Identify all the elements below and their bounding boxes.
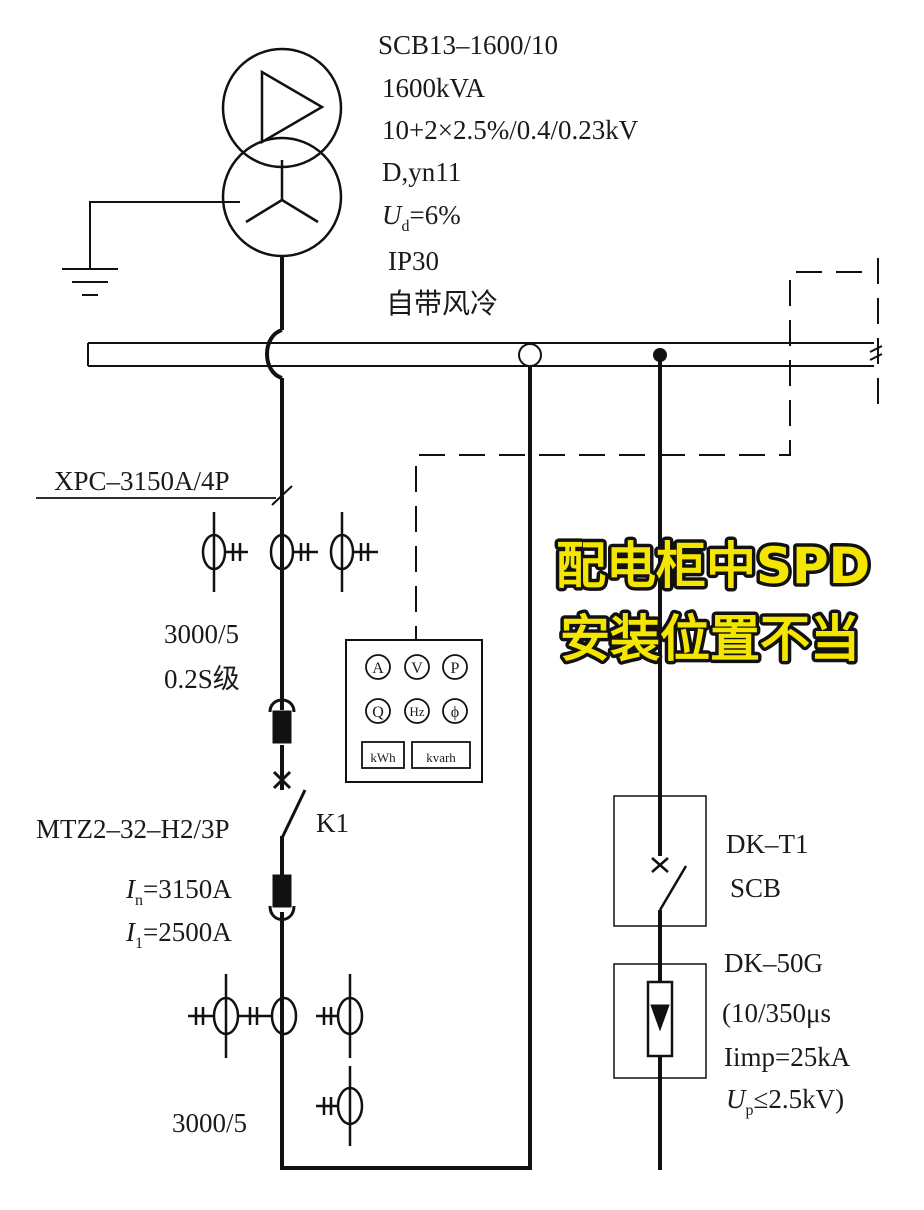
kwh-meter-icon bbox=[361, 741, 405, 769]
busbar-solid-junction bbox=[653, 348, 667, 362]
spd-iimp: Iimp=25kA bbox=[724, 1042, 851, 1072]
busbar-open-junction bbox=[518, 343, 542, 367]
breaker-rated-current: In=3150A bbox=[125, 874, 232, 909]
wye-icon bbox=[245, 160, 319, 224]
delta-icon bbox=[260, 69, 325, 145]
ct1-class: 0.2S级 bbox=[164, 664, 240, 694]
up-value: ≤2.5kV) bbox=[754, 1084, 845, 1114]
busway-tick bbox=[271, 485, 293, 506]
transformer-primary-winding bbox=[221, 47, 343, 169]
voltmeter-label: V bbox=[411, 660, 423, 677]
spd-arrow-icon bbox=[650, 1004, 670, 1032]
transformer-ratio: 10+2×2.5%/0.4/0.23kV bbox=[382, 115, 639, 145]
kwh-meter-label: kWh bbox=[370, 750, 396, 765]
ct-icon bbox=[269, 533, 318, 571]
voltmeter-icon bbox=[404, 654, 430, 680]
transformer-cooling: 自带风冷 bbox=[386, 287, 498, 320]
kvarh-meter-icon bbox=[411, 741, 471, 769]
spd-scb-symbol bbox=[613, 795, 707, 927]
transformer-capacity: 1600kVA bbox=[382, 73, 486, 103]
ct-icon bbox=[316, 1066, 364, 1146]
i1-value: =2500A bbox=[143, 917, 232, 947]
power-meter-icon bbox=[442, 654, 468, 680]
main-busbar bbox=[87, 342, 883, 367]
ct1-ratio: 3000/5 bbox=[164, 619, 239, 649]
transformer-vector-group: D,yn11 bbox=[382, 157, 461, 187]
reactive-meter-label: Q bbox=[372, 704, 384, 721]
in-symbol: I bbox=[125, 874, 137, 904]
transformer-ip: IP30 bbox=[388, 246, 439, 276]
reactive-meter-icon bbox=[365, 698, 391, 724]
up-symbol: U bbox=[726, 1084, 747, 1114]
ct-icon bbox=[201, 512, 248, 592]
breaker-id: K1 bbox=[316, 808, 349, 838]
spd-model: DK–50G bbox=[724, 948, 823, 978]
main-feeder-conductor bbox=[265, 256, 532, 1170]
transformer-impedance: Ud=6% bbox=[382, 200, 461, 235]
ud-symbol: U bbox=[382, 200, 403, 230]
spd-device-symbol bbox=[613, 963, 707, 1079]
main-breaker-symbol bbox=[268, 698, 307, 921]
in-sub: n bbox=[135, 892, 143, 909]
frequency-meter-label: Hz bbox=[409, 704, 424, 719]
transformer-symbol bbox=[221, 47, 343, 258]
ammeter-label: A bbox=[372, 660, 384, 677]
ammeter-icon bbox=[365, 654, 391, 680]
i1-sub: 1 bbox=[135, 935, 143, 952]
scb-model: DK–T1 bbox=[726, 829, 809, 859]
spd-waveform: (10/350μs bbox=[722, 998, 831, 1028]
kvarh-meter-label: kvarh bbox=[426, 750, 456, 765]
breaker-model: MTZ2–32–H2/3P bbox=[36, 814, 230, 844]
in-value: =3150A bbox=[143, 874, 232, 904]
ct2-ratio: 3000/5 bbox=[172, 1108, 247, 1138]
phase-meter-label: ϕ bbox=[451, 704, 459, 721]
i1-symbol: I bbox=[125, 917, 137, 947]
spd-up: Up≤2.5kV) bbox=[726, 1084, 844, 1119]
ct-set-upper bbox=[201, 512, 378, 592]
ct-icon bbox=[188, 974, 240, 1058]
ct-icon bbox=[238, 996, 298, 1036]
ct-icon bbox=[329, 512, 378, 592]
ud-value: =6% bbox=[410, 200, 461, 230]
callout-line-1: 配电柜中SPD bbox=[556, 537, 870, 595]
neutral-earth bbox=[62, 201, 240, 296]
transformer-model: SCB13–1600/10 bbox=[378, 30, 558, 60]
ud-sub: d bbox=[402, 218, 410, 235]
breaker-setting-current: I1=2500A bbox=[125, 917, 232, 952]
callout-line-2: 安装位置不当 bbox=[560, 610, 860, 668]
ct-icon bbox=[316, 974, 364, 1058]
up-sub: p bbox=[746, 1102, 754, 1119]
meter-panel: A V P Q Hz ϕ kWh kvarh bbox=[345, 639, 483, 783]
phase-meter-icon bbox=[442, 698, 468, 724]
power-meter-label: P bbox=[451, 660, 460, 677]
cabinet-dashed-outline bbox=[415, 258, 879, 640]
frequency-meter-icon bbox=[404, 698, 430, 724]
busway-label: XPC–3150A/4P bbox=[54, 466, 230, 496]
scb-label: SCB bbox=[730, 873, 781, 903]
ct-set-lower bbox=[188, 974, 364, 1146]
